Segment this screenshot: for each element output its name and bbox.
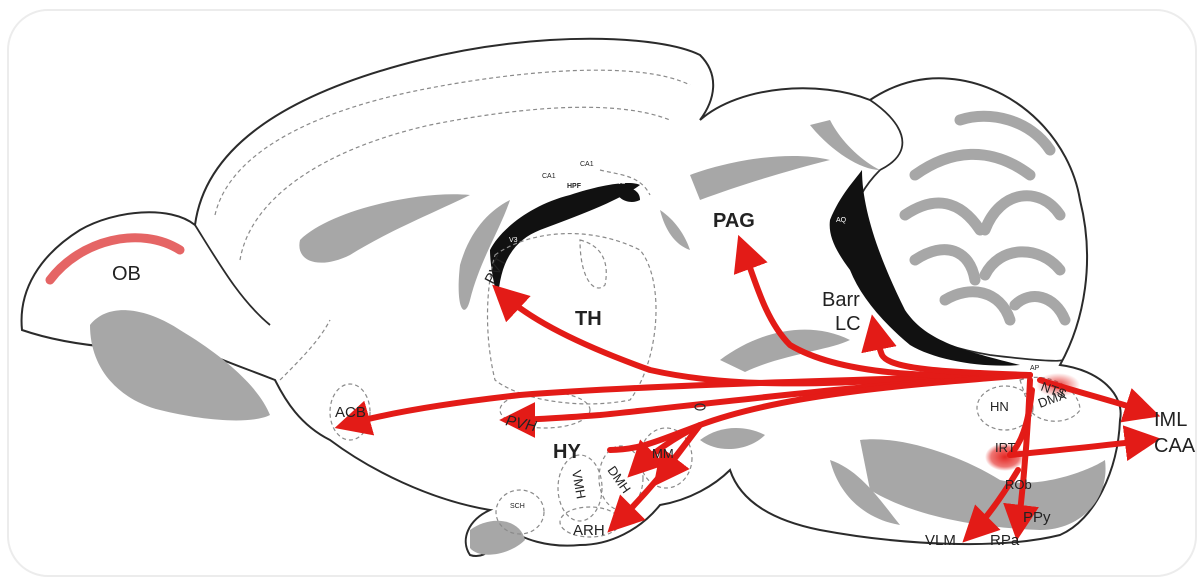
- label-sch: SCH: [510, 503, 525, 510]
- label-hy: HY: [553, 441, 581, 463]
- label-pag: PAG: [713, 210, 755, 232]
- label-th: TH: [575, 308, 602, 330]
- label-hn: HN: [990, 399, 1009, 414]
- label-v3-b: V3: [509, 237, 518, 244]
- label-irt: IRT: [995, 440, 1016, 455]
- label-caa: CAA: [1154, 435, 1196, 457]
- label-ca1-a: CA1: [542, 173, 556, 180]
- label-lc: LC: [835, 313, 861, 335]
- label-hpf: HPF: [567, 183, 582, 190]
- label-arh: ARH: [573, 522, 605, 539]
- label-vlm: VLM: [925, 532, 956, 549]
- label-ap: AP: [1030, 365, 1040, 372]
- label-acb: ACB: [335, 404, 366, 421]
- label-aq: AQ: [836, 217, 847, 224]
- label-v3-a: V3: [617, 179, 626, 186]
- label-mm: MM: [652, 446, 674, 461]
- label-barr: Barr: [822, 289, 860, 311]
- label-ob: OB: [112, 263, 141, 285]
- label-iml: IML: [1154, 409, 1187, 431]
- label-rpa: RPa: [990, 532, 1020, 549]
- label-ca1-b: CA1: [580, 161, 594, 168]
- label-ppy: PPy: [1023, 509, 1051, 526]
- label-rob: ROb: [1005, 477, 1032, 492]
